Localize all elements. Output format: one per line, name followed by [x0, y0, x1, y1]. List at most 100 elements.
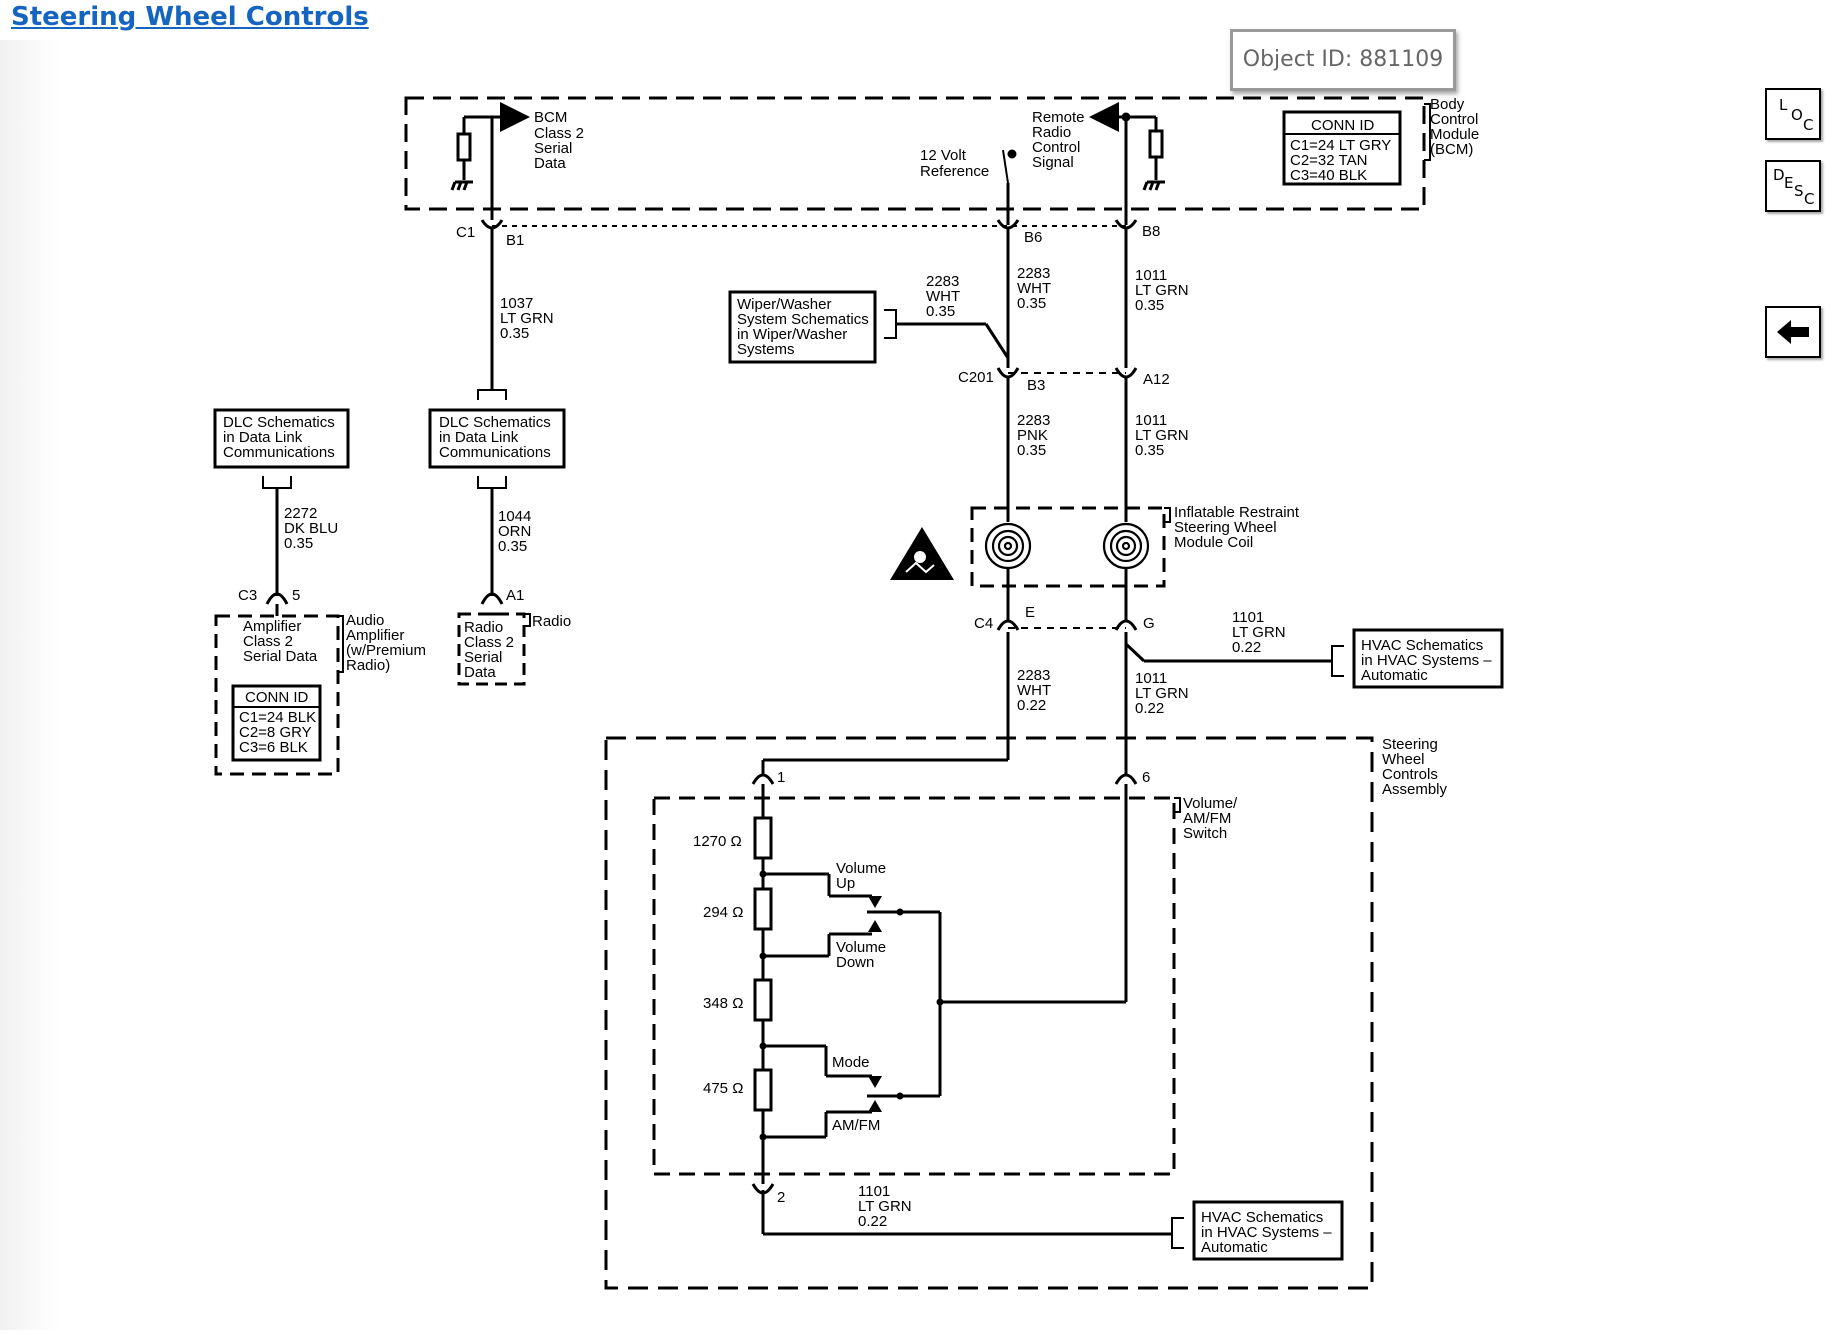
dlc-mid-box-1: in Data Link — [439, 429, 519, 446]
arrow-left-icon — [1777, 320, 1809, 344]
loc-letter-o: O — [1791, 106, 1803, 124]
amp-label-3: Radio) — [346, 657, 390, 674]
wire-1011-mid-1: LT GRN — [1135, 427, 1189, 444]
connector-pin5: 5 — [292, 587, 300, 604]
hvac-top-box-2: Automatic — [1361, 667, 1428, 684]
switch-label-2: Switch — [1183, 825, 1227, 842]
wiper-box-1: System Schematics — [737, 311, 869, 328]
wire-1037-2: 0.35 — [500, 325, 529, 342]
mode-label: Mode — [832, 1054, 870, 1071]
desc-letter-d: D — [1773, 166, 1785, 184]
connector-b6: B6 — [1024, 229, 1042, 246]
loc-button[interactable]: L O C — [1765, 88, 1821, 140]
hvac-bottom-box-1: in HVAC Systems – — [1201, 1224, 1332, 1241]
amp-label-0: Audio — [346, 612, 384, 629]
page-title[interactable]: Steering Wheel Controls — [11, 2, 369, 32]
twelve-volt-label-0: 12 Volt — [920, 147, 967, 164]
amp-inner-0: Amplifier — [243, 618, 301, 635]
bcm-data-label-1: Class 2 — [534, 125, 584, 142]
wire-1101-bottom-2: 0.22 — [858, 1213, 887, 1230]
connector-pin2: 2 — [777, 1189, 785, 1206]
loc-letter-c: C — [1803, 116, 1814, 134]
radio-inner-2: Serial — [464, 649, 502, 666]
wire-2283-wiper-2: 0.35 — [926, 303, 955, 320]
desc-letter-s: S — [1794, 182, 1804, 200]
amp-conn-id-2: C3=6 BLK — [239, 739, 308, 756]
airbag-coil-label-1: Steering Wheel — [1174, 519, 1277, 536]
wire-1044-0: 1044 — [498, 508, 531, 525]
wire-2283-pnk-1: PNK — [1017, 427, 1048, 444]
connector-e: E — [1025, 604, 1035, 621]
object-id-tooltip: Object ID: 881109 — [1230, 29, 1456, 91]
volume-down-label-0: Volume — [836, 939, 886, 956]
resistor-294: 294 Ω — [703, 904, 743, 921]
bcm-outline — [404, 96, 1426, 211]
remote-radio-label-3: Signal — [1032, 154, 1074, 171]
swc-label-3: Assembly — [1382, 781, 1448, 798]
remote-radio-label-1: Radio — [1032, 124, 1071, 141]
volume-up-label-1: Up — [836, 875, 855, 892]
bcm-conn-id-2: C3=40 BLK — [1290, 167, 1367, 184]
wiper-box-3: Systems — [737, 341, 795, 358]
wire-1011-top-0: 1011 — [1135, 267, 1167, 284]
bcm-label-1: Control — [1430, 111, 1478, 128]
page-edge-shade — [0, 40, 60, 1330]
wire-1037-0: 1037 — [500, 295, 533, 312]
connector-b3: B3 — [1027, 377, 1045, 394]
connector-c1: C1 — [456, 224, 475, 241]
wire-2283-low-1: WHT — [1017, 682, 1051, 699]
hvac-top-box-0: HVAC Schematics — [1361, 637, 1483, 654]
bcm-label-3: (BCM) — [1430, 141, 1473, 158]
radio-inner-0: Radio — [464, 619, 503, 636]
wire-2272-1: DK BLU — [284, 520, 338, 537]
wire-1101-top-2: 0.22 — [1232, 639, 1261, 656]
hvac-top-box-1: in HVAC Systems – — [1361, 652, 1492, 669]
wire-2283-top-1: WHT — [1017, 280, 1051, 297]
amfm-label: AM/FM — [832, 1117, 880, 1134]
wire-2283-top-0: 2283 — [1017, 265, 1050, 282]
resistor-475: 475 Ω — [703, 1080, 743, 1097]
amp-conn-id-1: C2=8 GRY — [239, 724, 312, 741]
connector-pin1: 1 — [777, 769, 785, 786]
dlc-left-box-2: Communications — [223, 444, 335, 461]
wire-2283-low-2: 0.22 — [1017, 697, 1046, 714]
amp-inner-1: Class 2 — [243, 633, 293, 650]
wire-2283-pnk-2: 0.35 — [1017, 442, 1046, 459]
back-button[interactable] — [1765, 306, 1821, 358]
wire-1011-low-2: 0.22 — [1135, 700, 1164, 717]
connector-a12: A12 — [1143, 371, 1170, 388]
remote-radio-label-2: Control — [1032, 139, 1080, 156]
wire-1044-1: ORN — [498, 523, 531, 540]
wire-1101-bottom-1: LT GRN — [858, 1198, 912, 1215]
resistor-348: 348 Ω — [703, 995, 743, 1012]
wire-2283-wiper-0: 2283 — [926, 273, 959, 290]
wire-1011-low-1: LT GRN — [1135, 685, 1189, 702]
connector-pin6: 6 — [1142, 769, 1150, 786]
desc-button[interactable]: D E S C — [1765, 160, 1821, 212]
swc-label-1: Wheel — [1382, 751, 1425, 768]
connector-b8: B8 — [1142, 223, 1160, 240]
loc-letter-l: L — [1779, 96, 1788, 114]
wire-1044-2: 0.35 — [498, 538, 527, 555]
wire-2283-pnk-0: 2283 — [1017, 412, 1050, 429]
dlc-left-box-0: DLC Schematics — [223, 414, 335, 431]
hvac-bottom-box-0: HVAC Schematics — [1201, 1209, 1323, 1226]
wire-1011-top-1: LT GRN — [1135, 282, 1189, 299]
amp-conn-id-0: C1=24 BLK — [239, 709, 316, 726]
connector-c201: C201 — [958, 369, 994, 386]
amp-inner-2: Serial Data — [243, 648, 318, 665]
wire-2283-wiper-1: WHT — [926, 288, 960, 305]
dlc-mid-box-2: Communications — [439, 444, 551, 461]
wire-2283-low-0: 2283 — [1017, 667, 1050, 684]
bcm-label-2: Module — [1430, 126, 1479, 143]
connector-b1: B1 — [506, 232, 524, 249]
bcm-data-label-3: Data — [534, 155, 566, 172]
wire-1037-1: LT GRN — [500, 310, 554, 327]
wiper-box-0: Wiper/Washer — [737, 296, 831, 313]
wire-2283-top-2: 0.35 — [1017, 295, 1046, 312]
switch-label-0: Volume/ — [1183, 795, 1238, 812]
remote-radio-label-0: Remote — [1032, 109, 1085, 126]
dlc-mid-box-0: DLC Schematics — [439, 414, 551, 431]
twelve-volt-label-1: Reference — [920, 163, 989, 180]
